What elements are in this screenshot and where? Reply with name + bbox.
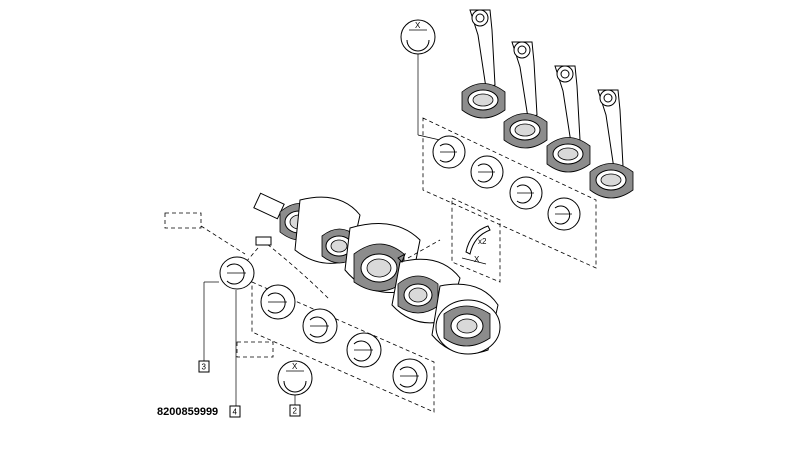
empty-label-box-1: [164, 212, 202, 229]
main-bearing-shell-3: [346, 332, 382, 368]
x-label-thrust: X: [474, 255, 480, 264]
callout-2: 2: [289, 404, 301, 417]
empty-label-box-2: [236, 341, 274, 358]
main-bearing-shell-1: [260, 284, 296, 320]
small-label-box: [255, 236, 272, 246]
x2-label: x2: [478, 237, 487, 246]
x-label-bottom: X: [292, 362, 298, 371]
rod-bearing-shell-1: [432, 135, 466, 169]
rod-bearing-symbol: X: [400, 19, 441, 141]
connecting-rod-2: [503, 41, 548, 149]
main-bearing-shell-loose: [219, 256, 255, 290]
main-bearing-shell-2: [302, 308, 338, 344]
main-bearing-shell-4: [392, 358, 428, 394]
callout-3-label: 3: [202, 363, 207, 372]
main-bearing-symbol: X: [277, 360, 313, 405]
x-label-top: X: [415, 21, 421, 30]
rod-bearing-shell-3: [509, 176, 543, 210]
callout-4-label: 4: [233, 408, 238, 417]
connecting-rod-1: [461, 9, 506, 119]
rod-bearing-shell-4: [547, 197, 581, 231]
callout-2-label: 2: [293, 407, 298, 416]
left-shell-detail: [164, 212, 274, 406]
connecting-rod-3: [546, 65, 591, 173]
rod-bearing-shells-panel: [422, 117, 597, 269]
callout-3: 3: [198, 360, 210, 373]
connecting-rods: [461, 9, 634, 199]
part-number: 8200859999: [157, 406, 219, 418]
connecting-rod-4: [589, 89, 634, 199]
thrust-washer-detail: x2 X: [451, 197, 501, 283]
callout-4: 4: [229, 405, 241, 418]
main-bearing-shells-panel: [251, 281, 435, 413]
rod-bearing-shell-2: [470, 155, 504, 189]
crankshaft: [253, 192, 501, 355]
